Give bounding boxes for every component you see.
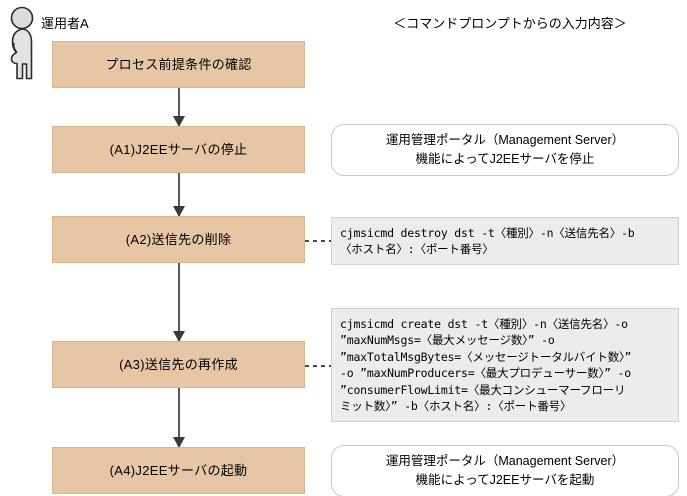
command-line: ”consumerFlowLimit=〈最大コンシューマーフローリ — [340, 382, 626, 397]
process-label: (A4)J2EEサーバの起動 — [109, 463, 248, 478]
command-line: -o ”maxNumProducers=〈最大プロデューサー数〉” -o — [340, 366, 631, 380]
command-line: cjmsicmd create dst -t〈種別〉-n〈送信先名〉-o — [340, 316, 628, 331]
process-label: (A3)送信先の再作成 — [119, 357, 238, 372]
flow-arrow-a2-to-a3 — [173, 263, 185, 342]
note-line: 運用管理ポータル（Management Server） — [385, 454, 625, 468]
standing-person-icon — [2, 6, 44, 84]
process-box-a3[interactable]: (A3)送信先の再作成 — [52, 341, 305, 388]
flow-arrow-precondition-to-a1 — [173, 88, 185, 127]
dashed-connector-a2 — [305, 240, 331, 242]
process-box-a4[interactable]: (A4)J2EEサーバの起動 — [52, 447, 305, 494]
process-box-a1[interactable]: (A1)J2EEサーバの停止 — [52, 126, 305, 173]
process-label: (A2)送信先の削除 — [125, 232, 232, 247]
process-box-a2[interactable]: (A2)送信先の削除 — [52, 216, 305, 263]
command-line: ミット数〉” -b〈ホスト名〉:〈ポート番号〉 — [340, 399, 572, 413]
note-line: 機能によってJ2EEサーバを起動 — [415, 473, 595, 487]
actor-label: 運用者A — [41, 16, 89, 31]
flow-arrow-a1-to-a2 — [173, 173, 185, 217]
process-label: プロセス前提条件の確認 — [105, 57, 252, 72]
process-label: (A1)J2EEサーバの停止 — [109, 142, 248, 157]
process-box-precondition[interactable]: プロセス前提条件の確認 — [52, 41, 305, 88]
note-line: 運用管理ポータル（Management Server） — [385, 133, 625, 147]
column-header-command-prompt: ＜コマンドプロンプトからの入力内容＞ — [393, 16, 627, 31]
dashed-connector-a3 — [305, 365, 331, 367]
command-line: ”maxTotalMsgBytes=〈メッセージトータルバイト数〉” — [340, 349, 632, 364]
command-line: 〈ホスト名〉:〈ポート番号〉 — [340, 242, 494, 256]
note-box-a1: 運用管理ポータル（Management Server） 機能によってJ2EEサー… — [331, 124, 679, 176]
flow-arrow-a3-to-a4 — [173, 388, 185, 448]
note-line: 機能によってJ2EEサーバを停止 — [415, 152, 595, 166]
command-line: cjmsicmd destroy dst -t〈種別〉-n〈送信先名〉-b — [340, 225, 635, 240]
command-box-a2: cjmsicmd destroy dst -t〈種別〉-n〈送信先名〉-b 〈ホ… — [331, 217, 679, 265]
command-line: ”maxNumMsgs=〈最大メッセージ数〉” -o — [340, 333, 555, 347]
command-box-a3: cjmsicmd create dst -t〈種別〉-n〈送信先名〉-o ”ma… — [331, 308, 679, 422]
note-box-a4: 運用管理ポータル（Management Server） 機能によってJ2EEサー… — [331, 445, 679, 496]
